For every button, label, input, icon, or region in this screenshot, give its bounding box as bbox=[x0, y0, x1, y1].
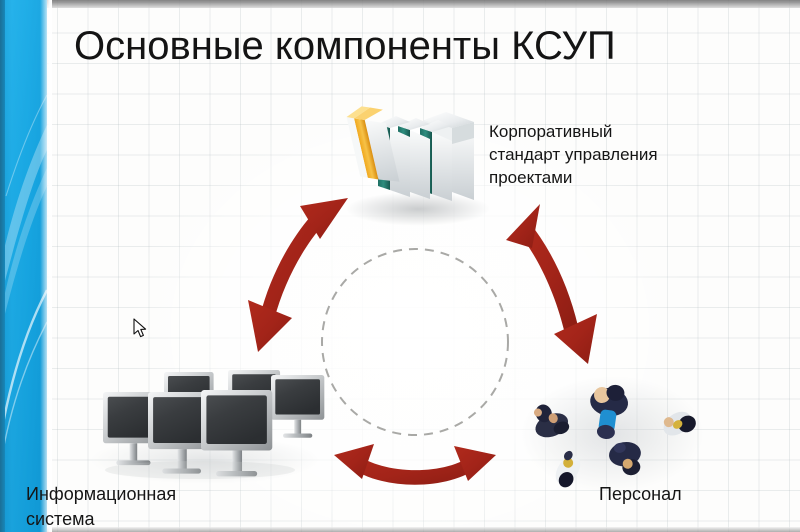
sidebar-left-edge bbox=[0, 0, 5, 532]
mouse-cursor-icon bbox=[133, 318, 149, 340]
sidebar-fade-edge bbox=[40, 0, 52, 532]
label-corporate-standard: Корпоративный стандарт управления проект… bbox=[489, 122, 658, 187]
slide-top-edge bbox=[0, 0, 800, 8]
slide-bottom-edge bbox=[0, 527, 800, 532]
label-information-system: Информационная система bbox=[26, 484, 177, 529]
page-title: Основные компоненты КСУП bbox=[74, 24, 616, 68]
label-staff: Персонал bbox=[599, 484, 682, 504]
